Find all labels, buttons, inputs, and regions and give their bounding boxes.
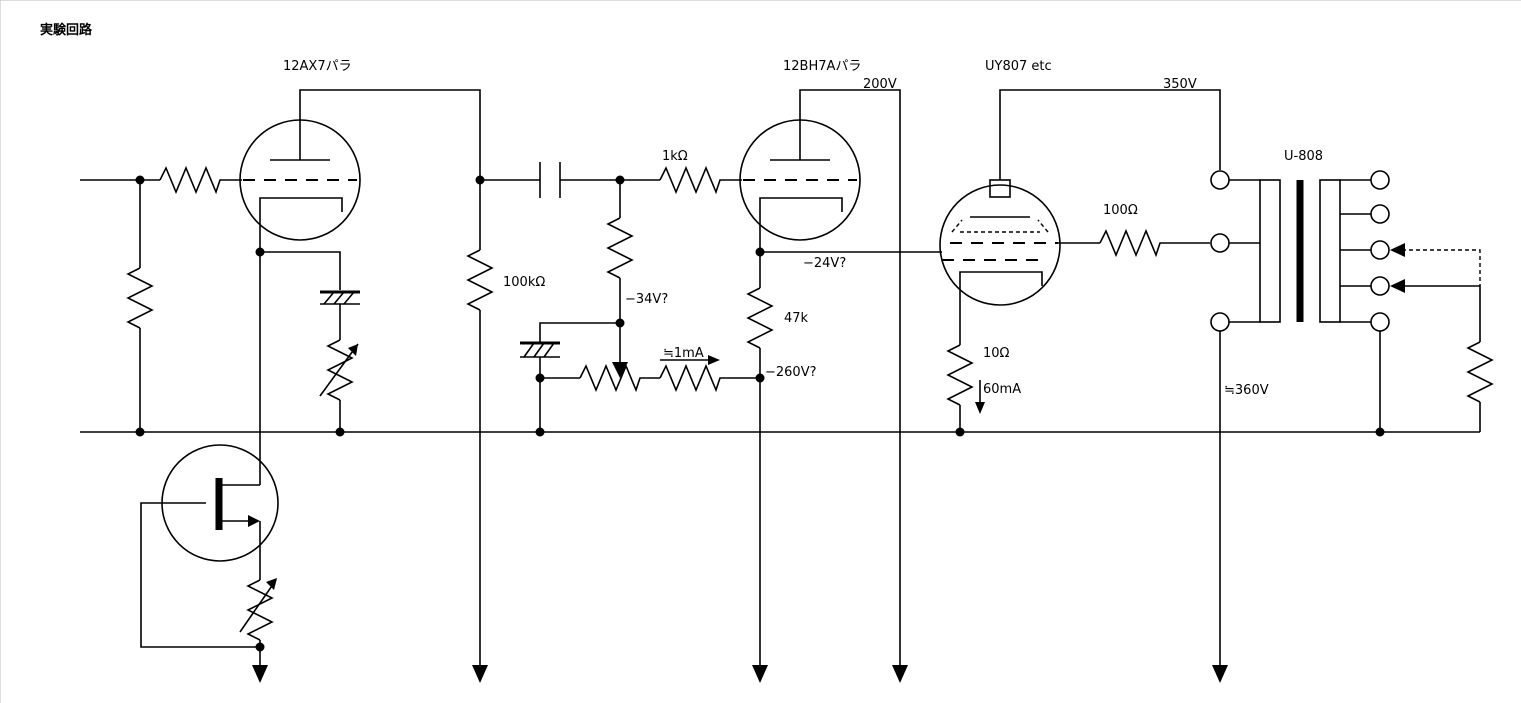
junction-dots [135, 175, 1385, 652]
load-selector-wire-dashed [1395, 249, 1481, 286]
secondary-terminal-3[interactable] [1370, 240, 1390, 260]
fet-source-arrow [248, 515, 260, 527]
secondary-terminal-2[interactable] [1370, 204, 1390, 224]
input-grid-resistor [159, 165, 242, 195]
plate3-wire [999, 89, 1221, 180]
supply-arrow-cathode2 [752, 665, 768, 683]
cathode1-cap-wire [260, 251, 341, 290]
current-label-60ma: 60mA [983, 382, 1021, 397]
screen-grid-resistor-100ohm [1099, 228, 1210, 258]
tube-uy807-beam [951, 219, 1049, 233]
tube-label-12bh7a: 12BH7Aパラ [783, 59, 861, 74]
load-selector-wire [1395, 285, 1481, 342]
supply-arrow-plate2 [892, 665, 908, 683]
fet-vr-arrow [239, 579, 277, 633]
bias-grid-resistor [606, 217, 634, 279]
cathode1-vr-arrowhead [348, 344, 358, 356]
bias-current-arrowhead [708, 355, 720, 365]
voltage-label-200v: 200V [863, 77, 897, 92]
load-selector-arrow-solid [1390, 279, 1405, 293]
bias-pot-wiper [612, 362, 628, 378]
bias-cap-wire [539, 322, 620, 343]
resistor-label-100k: 100kΩ [503, 275, 545, 290]
primary-terminal-3[interactable] [1210, 312, 1230, 332]
current-label-1ma: ≒1mA [663, 346, 704, 361]
input-bleed-resistor [126, 267, 154, 329]
tube-12ax7-cathode [259, 197, 343, 220]
fet-gate-wire [140, 502, 260, 648]
primary-terminal-2[interactable] [1210, 233, 1230, 253]
tube-label-uy807: UY807 etc [985, 59, 1052, 74]
tube-12bh7a-cathode [759, 197, 843, 220]
supply-arrow-plate1 [472, 665, 488, 683]
tube-uy807-top-cap [989, 179, 1011, 198]
cathode1-vr-arrow [319, 343, 359, 397]
transformer-u808 [1210, 170, 1390, 332]
bias-cap-hatch [523, 342, 555, 358]
cathode2-resistor-47k [746, 287, 774, 349]
secondary-terminal-5[interactable] [1370, 312, 1390, 332]
cathode3-resistor-10ohm [946, 344, 974, 406]
tube-label-12ax7: 12AX7パラ [283, 59, 352, 74]
voltage-label-neg24: −24V? [803, 256, 846, 271]
cathode1-variable-resistor [326, 339, 354, 401]
tube-uy807 [939, 184, 1061, 306]
resistor-label-10ohm: 10Ω [983, 346, 1010, 361]
plate2-wire [799, 89, 901, 665]
resistor-label-47k: 47k [784, 311, 809, 326]
transformer-label: U-808 [1284, 149, 1323, 164]
voltage-label-neg34: −34V? [625, 292, 668, 307]
supply-arrow-plate3 [1212, 665, 1228, 683]
load-selector-arrow-dashed [1390, 243, 1405, 257]
voltage-label-350v: 350V [1163, 77, 1197, 92]
resistor-label-1k: 1kΩ [662, 149, 688, 164]
plate1-load-resistor [466, 249, 494, 311]
fet-source-variable-resistor [246, 579, 274, 641]
load-resistor [1466, 341, 1494, 403]
fet-vr-arrowhead [266, 578, 277, 590]
grid2-resistor-1k [659, 165, 742, 195]
cathode3-current-arrowhead [975, 402, 985, 414]
voltage-label-360v: ≒360V [1224, 383, 1269, 398]
secondary-terminal-4[interactable] [1370, 276, 1390, 296]
voltage-label-neg260: −260V? [765, 365, 817, 380]
plate1-wire [299, 89, 481, 250]
cathode1-cap-hatch [323, 291, 355, 305]
diagram-title: 実験回路 [40, 22, 93, 38]
bias-potentiometer [579, 363, 660, 393]
bias-series-resistor [659, 363, 760, 393]
secondary-terminal-1[interactable] [1370, 170, 1390, 190]
primary-terminal-1[interactable] [1210, 170, 1230, 190]
tube-uy807-cathode [959, 271, 1043, 290]
resistor-label-100ohm: 100Ω [1103, 203, 1138, 218]
supply-arrow-fet [252, 665, 268, 683]
